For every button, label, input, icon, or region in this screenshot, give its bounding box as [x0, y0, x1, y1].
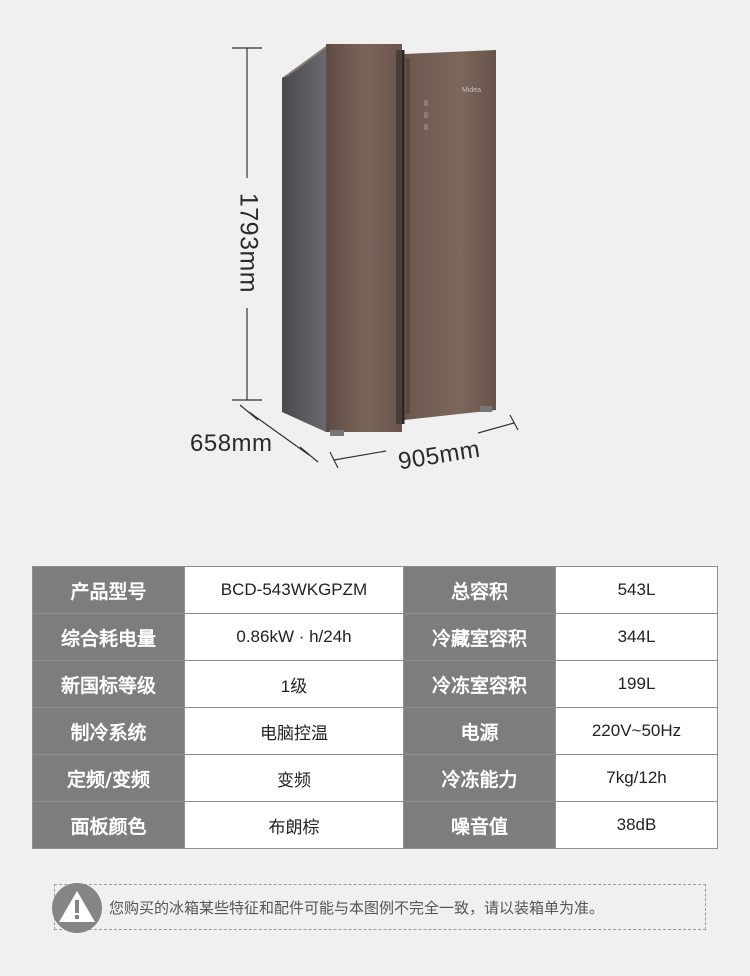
spec-value: 220V~50Hz [555, 707, 718, 755]
spec-value: 0.86kW · h/24h [184, 613, 404, 661]
spec-value: 电脑控温 [184, 707, 404, 755]
spec-value: 38dB [555, 801, 718, 849]
spec-key: 冷藏室容积 [403, 613, 556, 661]
spec-value: 7kg/12h [555, 754, 718, 802]
spec-value: 布朗棕 [184, 801, 404, 849]
table-row: 产品型号 BCD-543WKGPZM 总容积 543L [32, 566, 718, 614]
spec-key: 产品型号 [32, 566, 185, 614]
spec-value: 1级 [184, 660, 404, 708]
fridge-illustration: Midea [232, 44, 519, 469]
spec-value: 199L [555, 660, 718, 708]
spec-key: 冷冻室容积 [403, 660, 556, 708]
table-row: 定频/变频 变频 冷冻能力 7kg/12h [32, 754, 718, 802]
spec-table: 产品型号 BCD-543WKGPZM 总容积 543L 综合耗电量 0.86kW… [32, 566, 718, 849]
table-row: 综合耗电量 0.86kW · h/24h 冷藏室容积 344L [32, 613, 718, 661]
spec-value: 变频 [184, 754, 404, 802]
spec-key: 电源 [403, 707, 556, 755]
spec-key: 面板颜色 [32, 801, 185, 849]
spec-key: 总容积 [403, 566, 556, 614]
spec-value: 543L [555, 566, 718, 614]
table-row: 面板颜色 布朗棕 噪音值 38dB [32, 801, 718, 849]
spec-value: BCD-543WKGPZM [184, 566, 404, 614]
disclaimer-text: 您购买的冰箱某些特征和配件可能与本图例不完全一致，请以装箱单为准。 [109, 899, 605, 917]
spec-key: 定频/变频 [32, 754, 185, 802]
spec-key: 新国标等级 [32, 660, 185, 708]
spec-key: 制冷系统 [32, 707, 185, 755]
depth-dimension-label: 658mm [190, 430, 273, 457]
spec-key: 冷冻能力 [403, 754, 556, 802]
product-figure: Midea 1793mm 658mm 905mm [190, 44, 519, 475]
spec-key: 综合耗电量 [32, 613, 185, 661]
warning-triangle-icon [52, 883, 102, 933]
height-dimension-label: 1793mm [234, 192, 263, 294]
spec-value: 344L [555, 613, 718, 661]
spec-key: 噪音值 [403, 801, 556, 849]
brand-logo: Midea [462, 87, 481, 94]
disclaimer-notice: 您购买的冰箱某些特征和配件可能与本图例不完全一致，请以装箱单为准。 [52, 883, 706, 933]
table-row: 制冷系统 电脑控温 电源 220V~50Hz [32, 707, 718, 755]
table-row: 新国标等级 1级 冷冻室容积 199L [32, 660, 718, 708]
